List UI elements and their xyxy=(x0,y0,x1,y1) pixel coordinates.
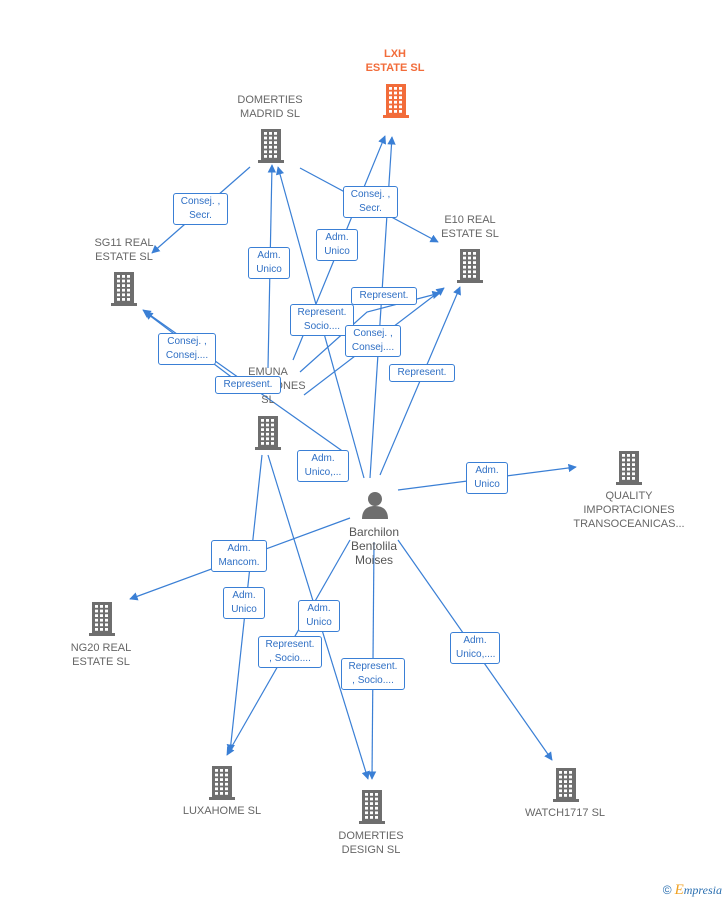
node-e10[interactable]: E10 REAL ESTATE SL xyxy=(430,213,510,241)
company-node-icon[interactable] xyxy=(614,449,644,490)
edge-label[interactable]: Adm. Unico,.... xyxy=(450,632,500,664)
company-node-icon[interactable] xyxy=(357,788,387,829)
node-label: NG20 REAL ESTATE SL xyxy=(70,642,132,668)
person-icon xyxy=(362,492,388,519)
edge-label[interactable]: Adm. Unico,... xyxy=(297,450,349,482)
company-node-icon[interactable] xyxy=(253,414,283,455)
node-label: SG11 REAL ESTATE SL xyxy=(94,237,154,263)
edge-label[interactable]: Consej. , Consej.... xyxy=(158,333,216,365)
edge-label[interactable]: Adm. Unico xyxy=(248,247,290,279)
building-icon xyxy=(258,129,284,163)
edge-label[interactable]: Represent. , Socio.... xyxy=(258,636,322,668)
building-icon xyxy=(383,84,409,118)
node-label: DOMERTIES DESIGN SL xyxy=(338,830,404,856)
node-luxahome[interactable]: LUXAHOME SL xyxy=(172,804,272,818)
building-icon xyxy=(111,272,137,306)
node-ng20[interactable]: NG20 REAL ESTATE SL xyxy=(61,641,141,669)
node-domerties-design[interactable]: DOMERTIES DESIGN SL xyxy=(326,829,416,857)
node-label: DOMERTIES MADRID SL xyxy=(237,94,303,120)
edge-label[interactable]: Consej. , Secr. xyxy=(173,193,228,225)
company-node-icon[interactable] xyxy=(207,764,237,805)
node-label: QUALITY IMPORTACIONES TRANSOCEANICAS... xyxy=(573,490,685,530)
building-icon xyxy=(359,790,385,824)
building-icon xyxy=(255,416,281,450)
company-node-icon[interactable] xyxy=(381,82,411,123)
person-node-icon[interactable] xyxy=(360,490,390,525)
node-label: LUXAHOME SL xyxy=(182,805,262,817)
edge-label[interactable]: Represent. xyxy=(351,287,417,305)
building-icon xyxy=(209,766,235,800)
node-sg11[interactable]: SG11 REAL ESTATE SL xyxy=(84,236,164,264)
company-node-icon[interactable] xyxy=(455,247,485,288)
edge-label[interactable]: Consej. , Secr. xyxy=(343,186,398,218)
copyright-icon: © xyxy=(662,883,672,897)
edge-label[interactable]: Adm. Mancom. xyxy=(211,540,267,572)
company-node-icon[interactable] xyxy=(87,600,117,641)
edge-label[interactable]: Adm. Unico xyxy=(316,229,358,261)
building-icon xyxy=(457,249,483,283)
building-icon xyxy=(616,451,642,485)
edge-label[interactable]: Adm. Unico xyxy=(466,462,508,494)
node-label: WATCH1717 SL xyxy=(524,807,606,819)
edge-label[interactable]: Represent. Socio.... xyxy=(290,304,354,336)
edge-label[interactable]: Represent. xyxy=(389,364,455,382)
edge-label[interactable]: Adm. Unico xyxy=(298,600,340,632)
brand-initial: E xyxy=(674,882,684,898)
brand-name: mpresia xyxy=(683,883,722,897)
edge-label[interactable]: Consej. , Consej.... xyxy=(345,325,401,357)
edge-label[interactable]: Represent. , Socio.... xyxy=(341,658,405,690)
node-label: Barchilon Bentolila Moises xyxy=(348,525,400,567)
node-label: E10 REAL ESTATE SL xyxy=(441,214,499,240)
node-lxh[interactable]: LXH ESTATE SL xyxy=(350,47,440,75)
company-node-icon[interactable] xyxy=(109,270,139,311)
company-node-icon[interactable] xyxy=(551,766,581,807)
empresia-logo[interactable]: ©Empresia xyxy=(663,882,722,899)
node-quality[interactable]: QUALITY IMPORTACIONES TRANSOCEANICAS... xyxy=(569,489,689,531)
building-icon xyxy=(89,602,115,636)
edge-label[interactable]: Represent. xyxy=(215,376,281,394)
company-node-icon[interactable] xyxy=(256,127,286,168)
node-barchilon[interactable]: Barchilon Bentolila Moises xyxy=(334,525,414,567)
node-domerties-madrid[interactable]: DOMERTIES MADRID SL xyxy=(225,93,315,121)
edge-label[interactable]: Adm. Unico xyxy=(223,587,265,619)
building-icon xyxy=(553,768,579,802)
node-watch[interactable]: WATCH1717 SL xyxy=(515,806,615,820)
node-label: LXH ESTATE SL xyxy=(365,48,425,74)
